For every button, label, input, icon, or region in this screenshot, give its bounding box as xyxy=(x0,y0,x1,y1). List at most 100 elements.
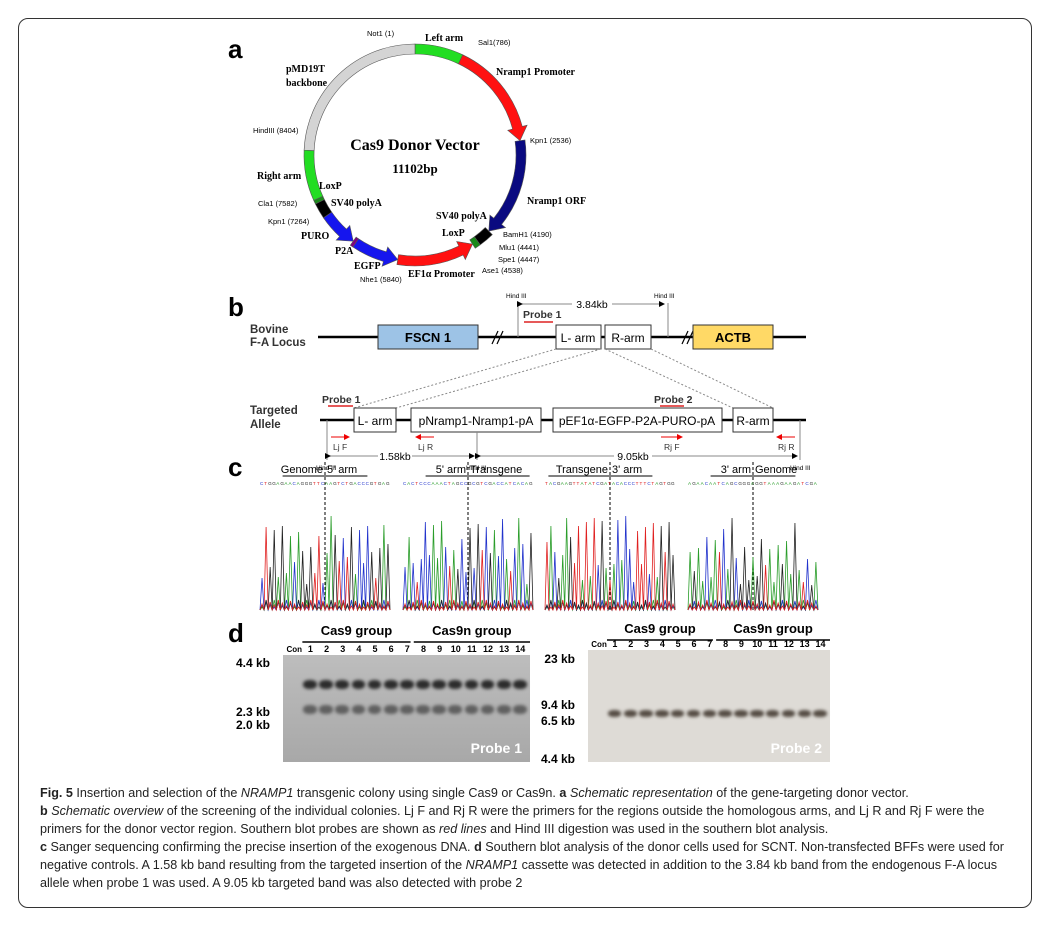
base-call: G xyxy=(370,481,374,486)
caption-fig-label: Fig. 5 xyxy=(40,786,73,800)
cas9-group-label: Cas9 group xyxy=(624,621,696,636)
trace-T xyxy=(544,517,676,612)
lane-label: 13 xyxy=(499,644,509,654)
base-call: A xyxy=(814,481,818,486)
blot-lane xyxy=(702,650,717,762)
base-call: T xyxy=(717,481,720,486)
blot-lane xyxy=(496,655,511,762)
base-call: G xyxy=(667,481,671,486)
base-call: T xyxy=(345,481,348,486)
base-call: G xyxy=(280,481,284,486)
base-call: C xyxy=(321,481,325,486)
caption-panel-b: b xyxy=(40,804,48,818)
panel-label-b: b xyxy=(228,292,244,322)
label-sv40-polya-2: SV40 polyA xyxy=(331,198,383,209)
base-call: A xyxy=(431,481,435,486)
blot-band xyxy=(513,680,527,689)
base-call: A xyxy=(655,481,659,486)
base-call: A xyxy=(382,481,386,486)
lane-label: 10 xyxy=(451,644,461,654)
blot-band xyxy=(686,710,701,717)
size-marker: 6.5 kb xyxy=(541,714,575,728)
lane-label: 6 xyxy=(389,644,394,654)
junction-right-label: Transgene xyxy=(470,464,522,476)
allele-label: Targeted xyxy=(250,405,298,417)
blot-band xyxy=(781,710,796,717)
site-bamh1: BamH1 (4190) xyxy=(503,230,552,239)
caption-text: and Hind III digestion was used in the s… xyxy=(486,822,829,836)
base-call: A xyxy=(784,481,788,486)
base-call: C xyxy=(513,481,517,486)
base-call: G xyxy=(730,481,734,486)
blot-band xyxy=(303,705,317,714)
base-call: G xyxy=(743,481,747,486)
base-call: G xyxy=(529,481,533,486)
base-call: T xyxy=(337,481,340,486)
base-call: T xyxy=(374,481,377,486)
base-call: A xyxy=(772,481,776,486)
base-call: T xyxy=(573,481,576,486)
base-call: A xyxy=(709,481,713,486)
blot-band xyxy=(718,710,732,717)
base-call: T xyxy=(636,481,639,486)
junction-right-label: Genome xyxy=(755,464,797,476)
caption-gene: NRAMP1 xyxy=(465,858,519,872)
blot-band xyxy=(813,710,827,717)
base-call: G xyxy=(738,481,742,486)
base-call: G xyxy=(759,481,763,486)
junction-left-label: 5' arm xyxy=(436,464,466,476)
size-marker: 4.4 kb xyxy=(236,656,270,670)
figure-graphic: a b c d Cas9 Donor Vector 11102bp Left a… xyxy=(228,29,830,766)
egfp-puro-cassette: pEF1α-EGFP-P2A-PURO-pA xyxy=(559,414,715,428)
blot-band xyxy=(400,680,414,689)
break-marks xyxy=(491,330,694,345)
blot-band xyxy=(448,705,463,714)
actb-box xyxy=(692,324,774,350)
caption-text: Schematic representation xyxy=(569,786,713,800)
blot-band xyxy=(464,705,479,714)
base-call: T xyxy=(415,481,418,486)
base-call: A xyxy=(768,481,772,486)
base-call: A xyxy=(751,481,755,486)
base-call: G xyxy=(468,481,472,486)
blot-band xyxy=(607,710,622,717)
base-call: A xyxy=(620,481,624,486)
base-call: C xyxy=(366,481,370,486)
lane-label: 4 xyxy=(356,644,361,654)
site-kpn1-b: Kpn1 (7264) xyxy=(268,217,310,226)
plasmid-segment-p2a xyxy=(349,236,359,248)
caption-text: Schematic overview xyxy=(51,804,164,818)
blot-lane xyxy=(432,655,447,762)
base-call: G xyxy=(600,481,604,486)
lj-f-label: Lj F xyxy=(333,442,347,452)
blot-lane xyxy=(797,650,811,762)
panel-label-c: c xyxy=(228,452,242,482)
base-call: A xyxy=(288,481,292,486)
lane-label: 5 xyxy=(373,644,378,654)
base-call: A xyxy=(688,481,692,486)
lane-label: 7 xyxy=(405,644,410,654)
distance-1-58kb: 1.58kb xyxy=(379,451,411,463)
base-call: G xyxy=(780,481,784,486)
r-arm-label: R-arm xyxy=(611,331,644,345)
base-call: A xyxy=(789,481,793,486)
base-call: A xyxy=(325,481,329,486)
vector-size: 11102bp xyxy=(392,161,438,176)
base-call: C xyxy=(805,481,809,486)
base-call: A xyxy=(492,481,496,486)
caption-text: Southern blot analysis of the donor cell… xyxy=(40,840,1004,872)
base-call: A xyxy=(353,481,357,486)
blot-band xyxy=(351,705,366,714)
base-call: A xyxy=(580,481,584,486)
base-call: T xyxy=(448,481,451,486)
lane-label: 13 xyxy=(800,639,810,649)
blot-band xyxy=(416,705,430,714)
base-call: C xyxy=(521,481,525,486)
cas9n-group-label: Cas9n group xyxy=(733,621,813,636)
base-call: G xyxy=(268,481,272,486)
label-left-arm: Left arm xyxy=(425,33,464,44)
lane-label: 10 xyxy=(752,639,762,649)
base-call: C xyxy=(358,481,362,486)
base-call: G xyxy=(755,481,759,486)
blot-lane xyxy=(813,650,827,762)
